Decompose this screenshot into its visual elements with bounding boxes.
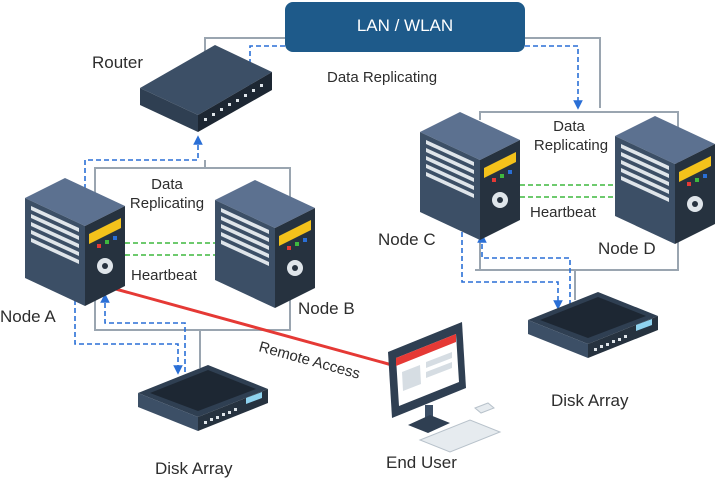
node-d-server: [615, 116, 715, 244]
network-label: LAN / WLAN: [357, 16, 453, 35]
disk-array-left: [138, 365, 268, 431]
node-c-label: Node C: [378, 230, 436, 249]
replicating-right-label-line1: Data: [553, 118, 585, 135]
node-b-label: Node B: [298, 299, 355, 318]
end-user-workstation: [388, 322, 502, 453]
cable-lines: [94, 37, 679, 368]
heartbeat-right-label: Heartbeat: [530, 204, 597, 221]
disk-array-left-label: Disk Array: [155, 459, 233, 478]
replicating-left-label-line1: Data: [151, 176, 183, 193]
disk-array-right: [528, 292, 658, 358]
node-d-label: Node D: [598, 239, 656, 258]
node-a-label: Node A: [0, 307, 56, 326]
replicating-left-label-line2: Replicating: [130, 195, 204, 212]
heartbeat-left-label: Heartbeat: [131, 267, 198, 284]
replication-links: [74, 45, 583, 375]
remote-access-link: [111, 286, 393, 367]
node-b-server: [215, 180, 315, 308]
disk-array-right-label: Disk Array: [551, 391, 629, 410]
node-c-server: [420, 112, 520, 240]
end-user-label: End User: [386, 453, 457, 472]
heartbeat-links: [125, 184, 618, 256]
router-label: Router: [92, 53, 143, 72]
replicating-top-label: Data Replicating: [327, 69, 437, 86]
node-a-server: [25, 178, 125, 306]
remote-access-label: Remote Access: [257, 338, 362, 382]
router-device: [140, 45, 272, 132]
network-banner: LAN / WLAN: [285, 2, 525, 52]
replicating-right-label-line2: Replicating: [534, 137, 608, 154]
